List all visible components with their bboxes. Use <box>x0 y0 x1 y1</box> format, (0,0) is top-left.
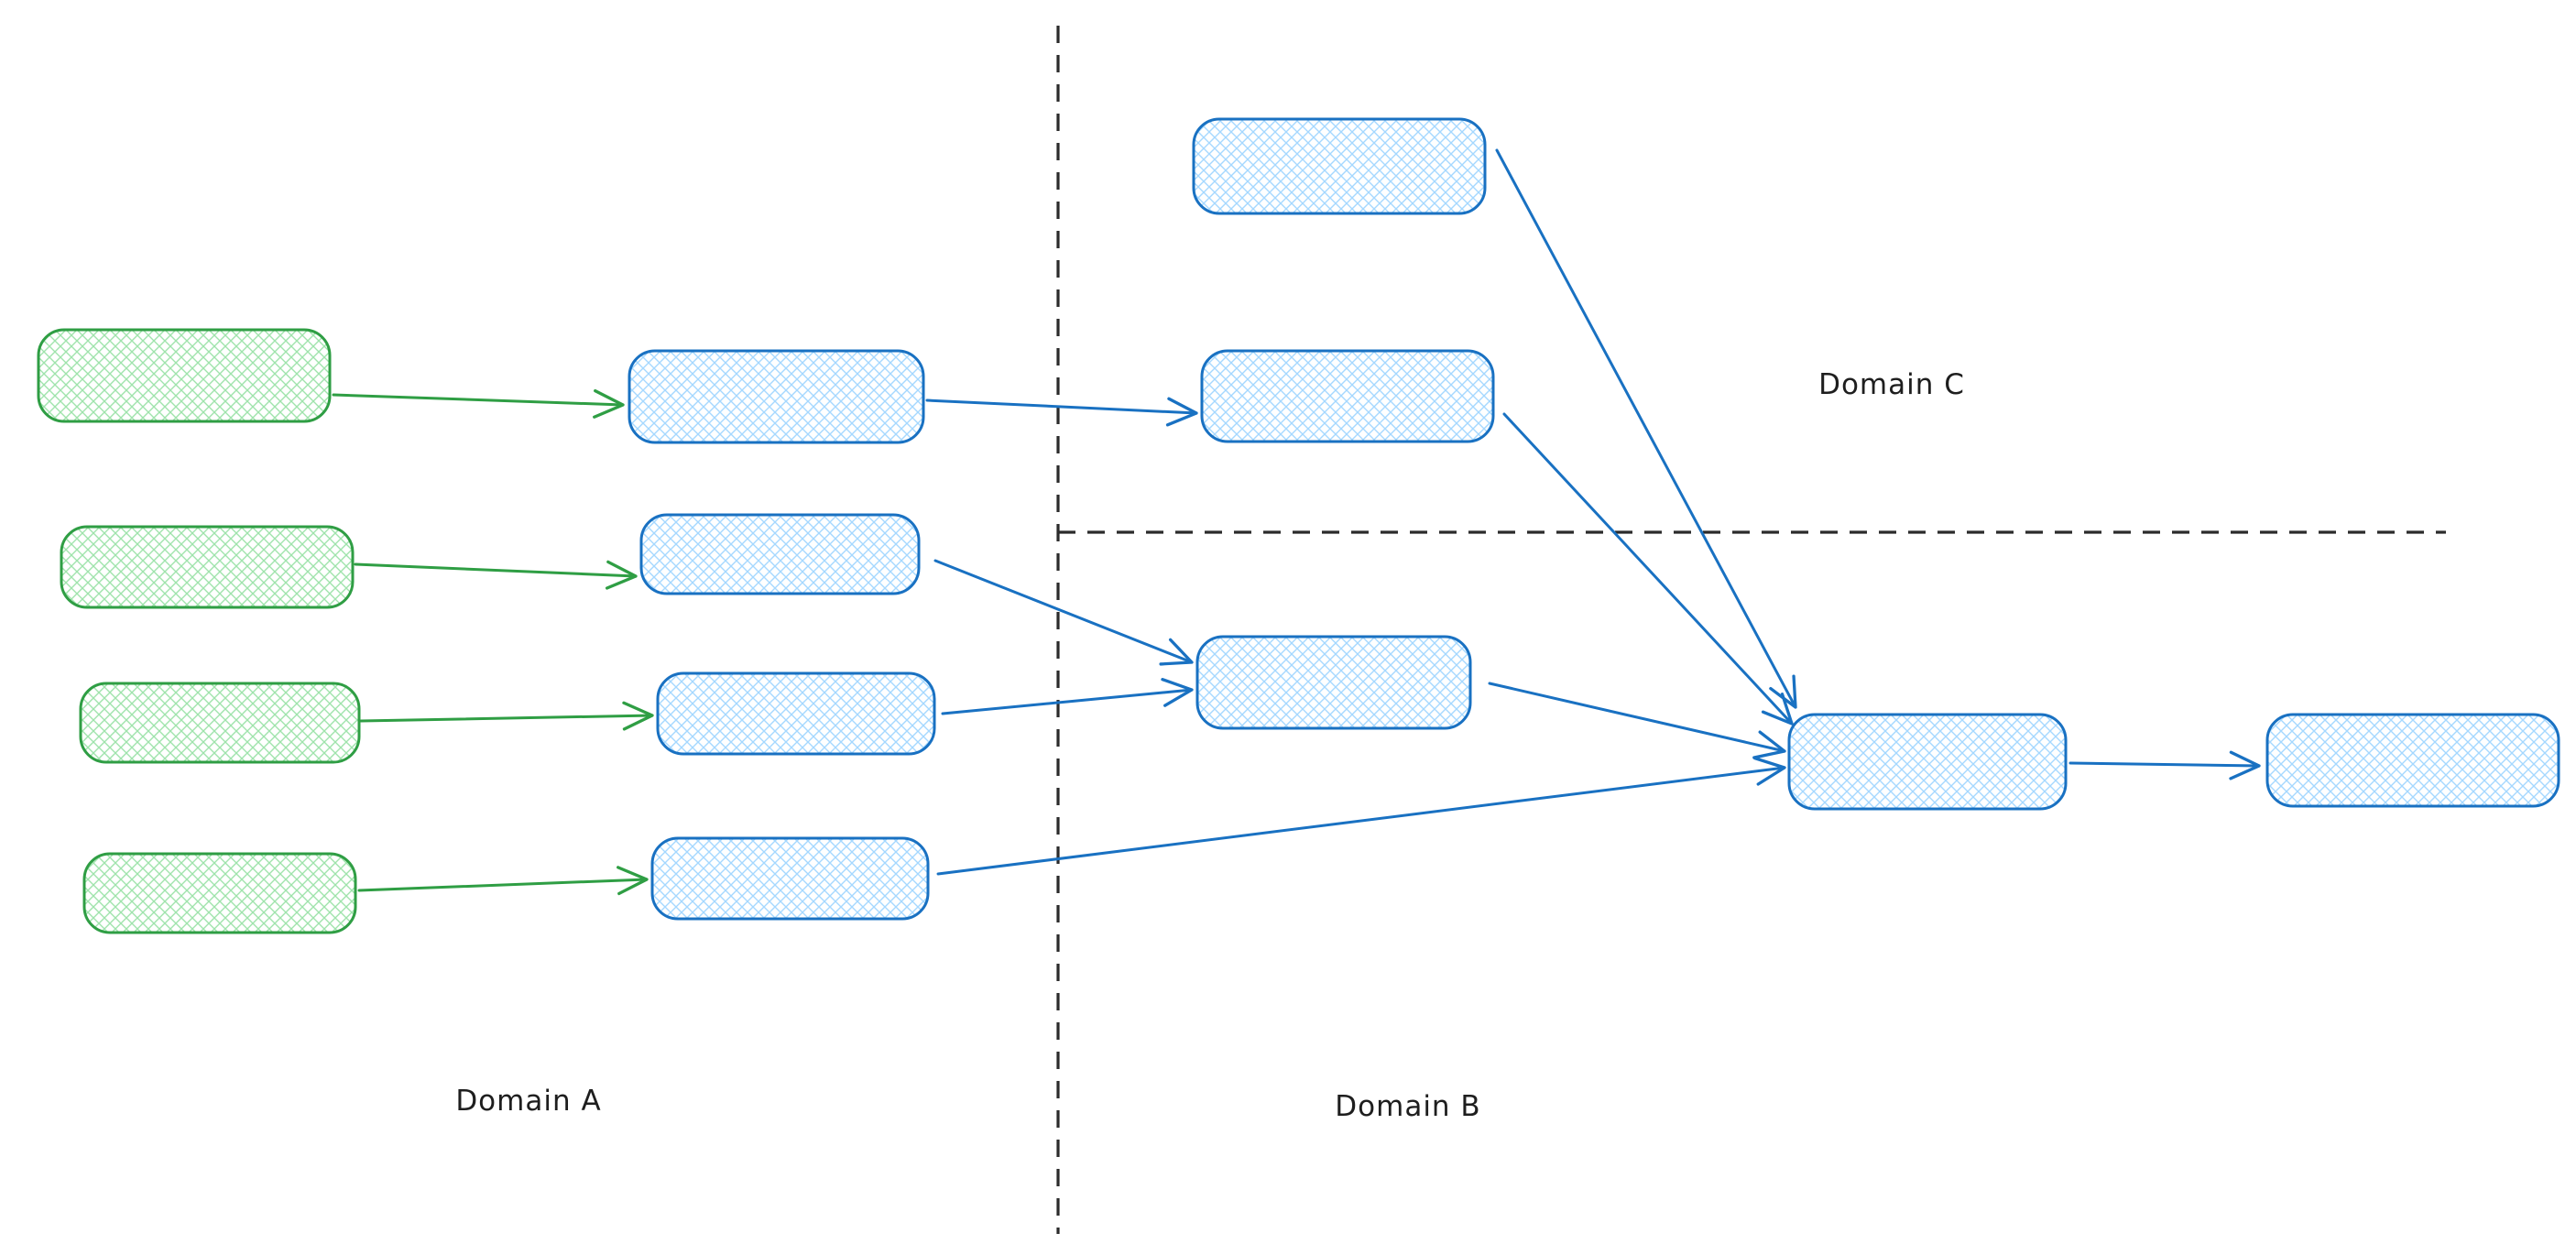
blue-node-a4-outline <box>650 836 930 921</box>
blue-node-c-hub-outline <box>1787 713 2068 811</box>
edges-layer <box>332 148 2261 896</box>
green-node-1-outline <box>37 328 332 423</box>
edge-a2-blow <box>933 559 1194 666</box>
edge-bmid-chub <box>1502 412 1794 726</box>
blue-node-b-top <box>1192 117 1487 215</box>
blue-node-c-hub <box>1787 713 2068 811</box>
blue-node-a1 <box>628 349 925 444</box>
domain-a-label: Domain A <box>455 1085 601 1118</box>
edge-green-3 <box>359 701 654 731</box>
green-node-3-outline <box>79 682 361 764</box>
blue-node-a4 <box>650 836 930 921</box>
blue-node-a2-outline <box>639 513 921 595</box>
edge-chub-cend <box>2068 750 2261 780</box>
domain-b-label: Domain B <box>1335 1090 1480 1123</box>
domain-c-label: Domain C <box>1818 368 1965 401</box>
edge-a1-bmid <box>925 397 1198 427</box>
labels-layer: Domain A Domain B Domain C <box>455 368 1965 1123</box>
edge-a3-blow <box>941 678 1194 715</box>
green-node-2 <box>60 525 355 609</box>
green-node-4-outline <box>82 852 357 934</box>
green-node-3 <box>79 682 361 764</box>
edge-green-1 <box>332 388 625 419</box>
blue-node-b-mid <box>1200 349 1495 443</box>
blue-node-a2 <box>639 513 921 595</box>
nodes-layer <box>37 117 2560 934</box>
blue-node-b-top-outline <box>1192 117 1487 215</box>
blue-node-c-end-outline <box>2265 713 2560 808</box>
green-node-1 <box>37 328 332 423</box>
edge-green-4 <box>357 866 649 896</box>
blue-node-a3-outline <box>656 671 936 756</box>
domain-dividers-layer <box>1056 26 2446 1234</box>
edge-blow-chub <box>1488 682 1786 759</box>
green-node-2-outline <box>60 525 355 609</box>
blue-node-b-low <box>1195 635 1472 730</box>
green-node-4 <box>82 852 357 934</box>
edge-green-2 <box>354 560 638 590</box>
blue-node-a1-outline <box>628 349 925 444</box>
blue-node-b-low-outline <box>1195 635 1472 730</box>
edge-a4-chub <box>936 756 1786 876</box>
blue-node-b-mid-outline <box>1200 349 1495 443</box>
edge-btop-chub <box>1495 148 1797 709</box>
blue-node-a3 <box>656 671 936 756</box>
blue-node-c-end <box>2265 713 2560 808</box>
